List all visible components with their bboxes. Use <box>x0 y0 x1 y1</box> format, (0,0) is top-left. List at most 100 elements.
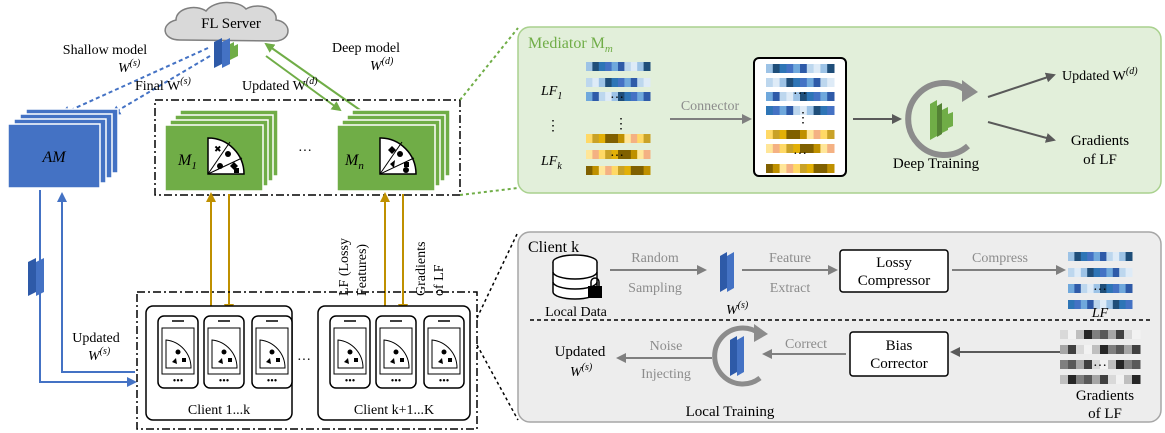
mediator-lf1-stack <box>586 62 651 101</box>
feature-cell <box>1132 360 1141 369</box>
feature-cell <box>806 164 815 173</box>
mediator-stack-dots-1: ··· <box>610 91 624 106</box>
feature-cell <box>820 164 828 173</box>
feature-cell <box>618 62 625 71</box>
bias-corrector-box <box>849 331 949 377</box>
feature-cell <box>1125 252 1133 261</box>
feature-cell <box>766 78 774 87</box>
client-panel <box>517 231 1162 423</box>
client-gradients-stack <box>1060 330 1141 384</box>
zoom-line-bottom-1 <box>476 231 519 319</box>
feature-cell <box>779 64 787 73</box>
feature-cell <box>1116 330 1125 339</box>
phone-icon: ••• <box>329 315 371 389</box>
feature-cell <box>605 150 613 159</box>
feature-cell <box>813 130 821 139</box>
client-updated-label: Updated <box>555 344 606 360</box>
lossy-label: Lossy <box>876 255 912 271</box>
feature-cell <box>786 130 794 139</box>
feature-cell <box>598 78 606 87</box>
feature-cell <box>1100 252 1107 261</box>
feature-cell <box>813 164 821 173</box>
phone-icon: ••• <box>375 315 417 389</box>
feature-cell <box>813 106 821 115</box>
feature-cell <box>1080 252 1088 261</box>
feature-cell <box>1125 300 1133 309</box>
mediator-vdots-mid: ⋮ <box>614 117 628 132</box>
feature-cell <box>813 64 821 73</box>
feature-cell <box>793 92 801 101</box>
feature-cell <box>772 78 781 87</box>
feature-cell <box>1100 268 1107 277</box>
feature-cell <box>1124 375 1133 384</box>
feature-cell <box>1080 268 1088 277</box>
left-layers-icon <box>28 258 44 296</box>
phone-icon: ••• <box>157 315 199 389</box>
feature-cell <box>766 92 774 101</box>
feature-cell <box>592 166 600 175</box>
feature-cell <box>1092 375 1101 384</box>
feature-cell <box>772 92 781 101</box>
feature-cell <box>630 62 638 71</box>
mediator-vdots-left: ⋮ <box>546 119 560 134</box>
client-lf-stack <box>1068 252 1133 309</box>
concat-dots-2: ··· <box>793 147 807 162</box>
svg-text:•••: ••• <box>391 376 402 387</box>
feature-cell <box>624 166 632 175</box>
client-right-label: Client k+1...K <box>354 403 434 418</box>
feature-cell <box>605 78 613 87</box>
feature-cell <box>1132 375 1141 384</box>
server-layers-icon <box>214 38 238 68</box>
svg-text:•••: ••• <box>267 376 278 387</box>
bias-label: Bias <box>886 338 913 354</box>
feature-cell <box>643 62 651 71</box>
client-updated-w: W(s) <box>570 362 593 380</box>
feature-cell <box>1100 284 1107 293</box>
feature-cell <box>630 92 638 101</box>
zoom-line-top-1 <box>459 27 519 101</box>
feature-cell <box>793 130 801 139</box>
feature-cell <box>586 166 593 175</box>
feature-cell <box>586 134 593 143</box>
grad-stack-dots: ··· <box>1093 359 1107 374</box>
mediator-of-lf: of LF <box>1083 152 1117 168</box>
feature-cell <box>786 106 794 115</box>
svg-text:•••: ••• <box>439 376 450 387</box>
compress-label: Compress <box>972 251 1028 266</box>
feature-cell <box>779 164 787 173</box>
feature-cell <box>806 64 815 73</box>
feature-cell <box>1093 300 1101 309</box>
feature-cell <box>637 92 645 101</box>
client-phones: •••••••••••••••••• <box>157 315 465 389</box>
feature-cell <box>643 92 651 101</box>
feature-cell <box>618 134 625 143</box>
deep-training-label: Deep Training <box>893 156 980 172</box>
feature-cell <box>793 106 801 115</box>
feature-cell <box>586 62 593 71</box>
feature-cell <box>1087 284 1095 293</box>
feature-cell <box>820 64 828 73</box>
feature-cell <box>605 62 613 71</box>
feature-cell <box>772 106 781 115</box>
gradients-label: Gradients <box>414 242 429 296</box>
lf-lossy-label: LF (Lossy <box>337 238 352 296</box>
feature-cell <box>1108 345 1117 354</box>
feature-cell <box>592 150 600 159</box>
phone-icon: ••• <box>251 315 293 389</box>
feature-cell <box>1093 252 1101 261</box>
feature-cell <box>1068 375 1077 384</box>
am-stack: AM <box>7 108 119 189</box>
feature-cell <box>611 134 619 143</box>
deep-w-label: W(d) <box>370 56 394 74</box>
m1-fan-icon: ✖ <box>207 137 245 175</box>
deep-training-icon <box>905 80 978 158</box>
updated-ws-label: Updated <box>72 331 119 346</box>
feature-cell <box>611 62 619 71</box>
compressor-label: Compressor <box>858 273 931 289</box>
random-label: Random <box>631 251 679 266</box>
feature-cell <box>598 92 606 101</box>
feature-cell <box>800 130 808 139</box>
feature-label: Feature <box>769 251 811 266</box>
feature-cell <box>786 164 794 173</box>
feature-cell <box>1080 300 1088 309</box>
